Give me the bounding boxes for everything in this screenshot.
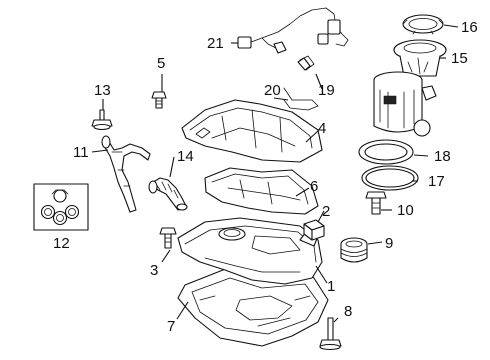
- bolt-3-part: [159, 227, 177, 249]
- callout-11: 11: [73, 144, 89, 161]
- seal-kit-part: [33, 183, 89, 231]
- callout-10: 10: [397, 202, 414, 219]
- callout-20: 20: [264, 82, 281, 99]
- seal-ring-18-part: [358, 139, 414, 165]
- lower-shield-part: [177, 267, 329, 347]
- bolt-8-part: [319, 317, 342, 351]
- lock-ring-part: [402, 14, 444, 35]
- fuel-tank-part: [177, 217, 323, 285]
- fuel-pump-module-part: [373, 39, 447, 137]
- callout-18: 18: [434, 148, 451, 165]
- heat-shield-part: [181, 99, 323, 163]
- callout-17: 17: [428, 173, 445, 190]
- callout-16: 16: [461, 19, 478, 36]
- callout-9: 9: [385, 235, 393, 252]
- gasket-17-part: [361, 165, 419, 191]
- bolt-13-part: [91, 109, 113, 131]
- callout-4: 4: [318, 120, 326, 137]
- leader-lines: [91, 24, 459, 323]
- grommet-part: [340, 237, 368, 263]
- callout-2: 2: [322, 203, 330, 220]
- clip-part: [283, 87, 319, 111]
- callout-14: 14: [177, 148, 194, 165]
- wiring-harness-part: [237, 7, 349, 71]
- callout-15: 15: [451, 50, 468, 67]
- callout-8: 8: [344, 303, 352, 320]
- callout-5: 5: [157, 55, 165, 72]
- rubber-block-part: [303, 219, 325, 241]
- bolt-10-part: [365, 191, 387, 215]
- bolt-5-part: [151, 91, 167, 109]
- callout-7: 7: [167, 318, 175, 335]
- insulation-mat-part: [204, 167, 319, 215]
- callout-labels: 1 2 3 4 5 6 7 8 9 10 11 12 13 14 15 16 1…: [53, 19, 478, 335]
- callout-19: 19: [318, 82, 335, 99]
- callout-1: 1: [327, 278, 335, 295]
- callout-6: 6: [310, 178, 318, 195]
- callout-12: 12: [53, 235, 70, 252]
- callout-3: 3: [150, 262, 158, 279]
- callout-21: 21: [207, 35, 224, 52]
- hose-part: [148, 177, 188, 211]
- filler-pipe-part: [101, 135, 151, 213]
- callout-13: 13: [94, 82, 111, 99]
